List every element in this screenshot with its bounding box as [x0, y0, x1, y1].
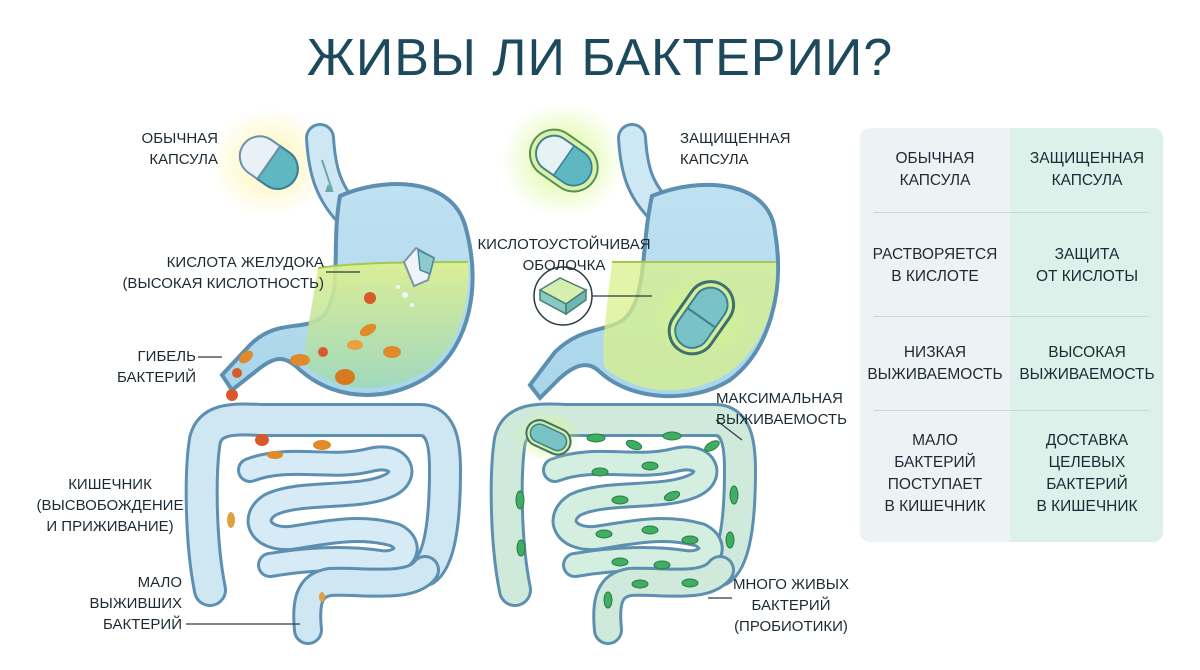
intact-capsule-icon	[667, 280, 736, 356]
table-column-regular	[860, 128, 1010, 542]
cell-line: РАСТВОРЯЕТСЯ	[872, 246, 998, 263]
cell-line: НИЗКАЯ	[903, 344, 967, 361]
label-line: ГИБЕЛЬ	[137, 348, 196, 365]
cell-line: ВЫЖИВАЕМОСТЬ	[1019, 366, 1155, 383]
table-cell-dissolves: РАСТВОРЯЕТСЯ В КИСЛОТЕ	[860, 244, 1010, 288]
coating-inset-icon	[533, 266, 652, 326]
label-line: (ПРОБИОТИКИ)	[734, 618, 848, 635]
label-line: МНОГО ЖИВЫХ	[732, 576, 850, 593]
table-cell-low-survival: НИЗКАЯ ВЫЖИВАЕМОСТЬ	[860, 342, 1010, 386]
cell-line: ДОСТАВКА	[1045, 432, 1129, 449]
comparison-table: ОБЫЧНАЯ КАПСУЛА ЗАЩИЩЕННАЯ КАПСУЛА РАСТВ…	[860, 128, 1163, 542]
cell-line: ВЫЖИВАЕМОСТЬ	[867, 366, 1003, 383]
cell-line: ОТ КИСЛОТЫ	[1035, 268, 1139, 285]
label-line: МАЛО	[137, 574, 182, 591]
cell-line: ЦЕЛЕВЫХ	[1048, 454, 1126, 471]
cell-line: КАПСУЛА	[899, 172, 971, 189]
cell-line: БАКТЕРИЙ	[894, 454, 976, 471]
label-line: БАКТЕРИЙ	[117, 369, 196, 386]
label-line: (ВЫСОКАЯ КИСЛОТНОСТЬ)	[122, 275, 324, 292]
stomach-acid-label: КИСЛОТА ЖЕЛУДОКА (ВЫСОКАЯ КИСЛОТНОСТЬ)	[96, 252, 324, 294]
label-line: БАКТЕРИЙ	[751, 597, 831, 614]
left-diagram	[184, 108, 475, 645]
cell-line: ОБЫЧНАЯ	[895, 150, 975, 167]
cell-line: ЗАЩИТА	[1054, 246, 1120, 263]
many-live-bacteria-label: МНОГО ЖИВЫХ БАКТЕРИЙ (ПРОБИОТИКИ)	[728, 574, 854, 637]
cell-line: БАКТЕРИЙ	[1046, 476, 1128, 493]
few-survivors-label: МАЛО ВЫЖИВШИХ БАКТЕРИЙ	[60, 572, 182, 635]
acid-resistant-coating-label: КИСЛОТОУСТОЙЧИВАЯ ОБОЛОЧКА	[466, 234, 662, 276]
label-line: КИШЕЧНИК	[68, 476, 152, 493]
label-line: ВЫЖИВШИХ	[89, 595, 182, 612]
table-column-protected	[1010, 128, 1163, 542]
table-cell-high-survival: ВЫСОКАЯ ВЫЖИВАЕМОСТЬ	[1012, 342, 1162, 386]
label-line: КАПСУЛА	[149, 151, 218, 168]
label-line: ЗАЩИЩЕННАЯ	[680, 130, 791, 147]
label-line: БАКТЕРИЙ	[103, 616, 182, 633]
intestine-label: КИШЕЧНИК (ВЫСВОБОЖДЕНИЕ И ПРИЖИВАНИЕ)	[20, 474, 200, 537]
label-line: КИСЛОТА ЖЕЛУДОКА	[166, 254, 324, 271]
table-cell-few-delivered: МАЛО БАКТЕРИЙ ПОСТУПАЕТ В КИШЕЧНИК	[860, 430, 1010, 518]
cell-line: КАПСУЛА	[1051, 172, 1123, 189]
cell-line: ВЫСОКАЯ	[1048, 344, 1126, 361]
regular-capsule-icon	[238, 135, 299, 190]
cell-line: МАЛО	[912, 432, 958, 449]
label-line: КАПСУЛА	[680, 151, 749, 168]
label-line: (ВЫСВОБОЖДЕНИЕ	[36, 497, 184, 514]
table-cell-acid-protection: ЗАЩИТА ОТ КИСЛОТЫ	[1012, 244, 1162, 288]
label-line: ОБЫЧНАЯ	[141, 130, 218, 147]
max-survival-label: МАКСИМАЛЬНАЯ ВЫЖИВАЕМОСТЬ	[716, 388, 856, 430]
table-header-regular: ОБЫЧНАЯ КАПСУЛА	[860, 148, 1010, 192]
left-leader-lines	[186, 271, 360, 625]
table-cell-targeted-delivery: ДОСТАВКА ЦЕЛЕВЫХ БАКТЕРИЙ В КИШЕЧНИК	[1012, 430, 1162, 518]
label-line: И ПРИЖИВАНИЕ)	[46, 518, 174, 535]
dissolving-capsule-icon	[396, 246, 436, 307]
cell-line: В КИСЛОТЕ	[891, 268, 979, 285]
table-divider	[874, 212, 1149, 213]
table-divider	[874, 410, 1149, 411]
label-line: КИСЛОТОУСТОЙЧИВАЯ	[477, 236, 651, 253]
label-line: ВЫЖИВАЕМОСТЬ	[716, 411, 847, 428]
cell-line: В КИШЕЧНИК	[884, 498, 986, 515]
live-bacteria	[515, 431, 739, 609]
cell-line: В КИШЕЧНИК	[1036, 498, 1138, 515]
right-leader-lines	[708, 419, 743, 599]
right-diagram	[489, 102, 780, 645]
cell-line: ПОСТУПАЕТ	[887, 476, 983, 493]
table-header-protected: ЗАЩИЩЕННАЯ КАПСУЛА	[1012, 148, 1162, 192]
bacteria-death-label: ГИБЕЛЬ БАКТЕРИЙ	[96, 346, 196, 388]
label-line: МАКСИМАЛЬНАЯ	[716, 390, 843, 407]
table-divider	[874, 316, 1149, 317]
protected-capsule-icon	[528, 128, 599, 193]
regular-capsule-label: ОБЫЧНАЯ КАПСУЛА	[110, 128, 218, 170]
cell-line: ЗАЩИЩЕННАЯ	[1029, 150, 1145, 167]
label-line: ОБОЛОЧКА	[522, 257, 606, 274]
dying-bacteria	[226, 292, 401, 401]
page-title: ЖИВЫ ЛИ БАКТЕРИИ?	[306, 29, 894, 87]
protected-capsule-label: ЗАЩИЩЕННАЯ КАПСУЛА	[680, 128, 820, 170]
